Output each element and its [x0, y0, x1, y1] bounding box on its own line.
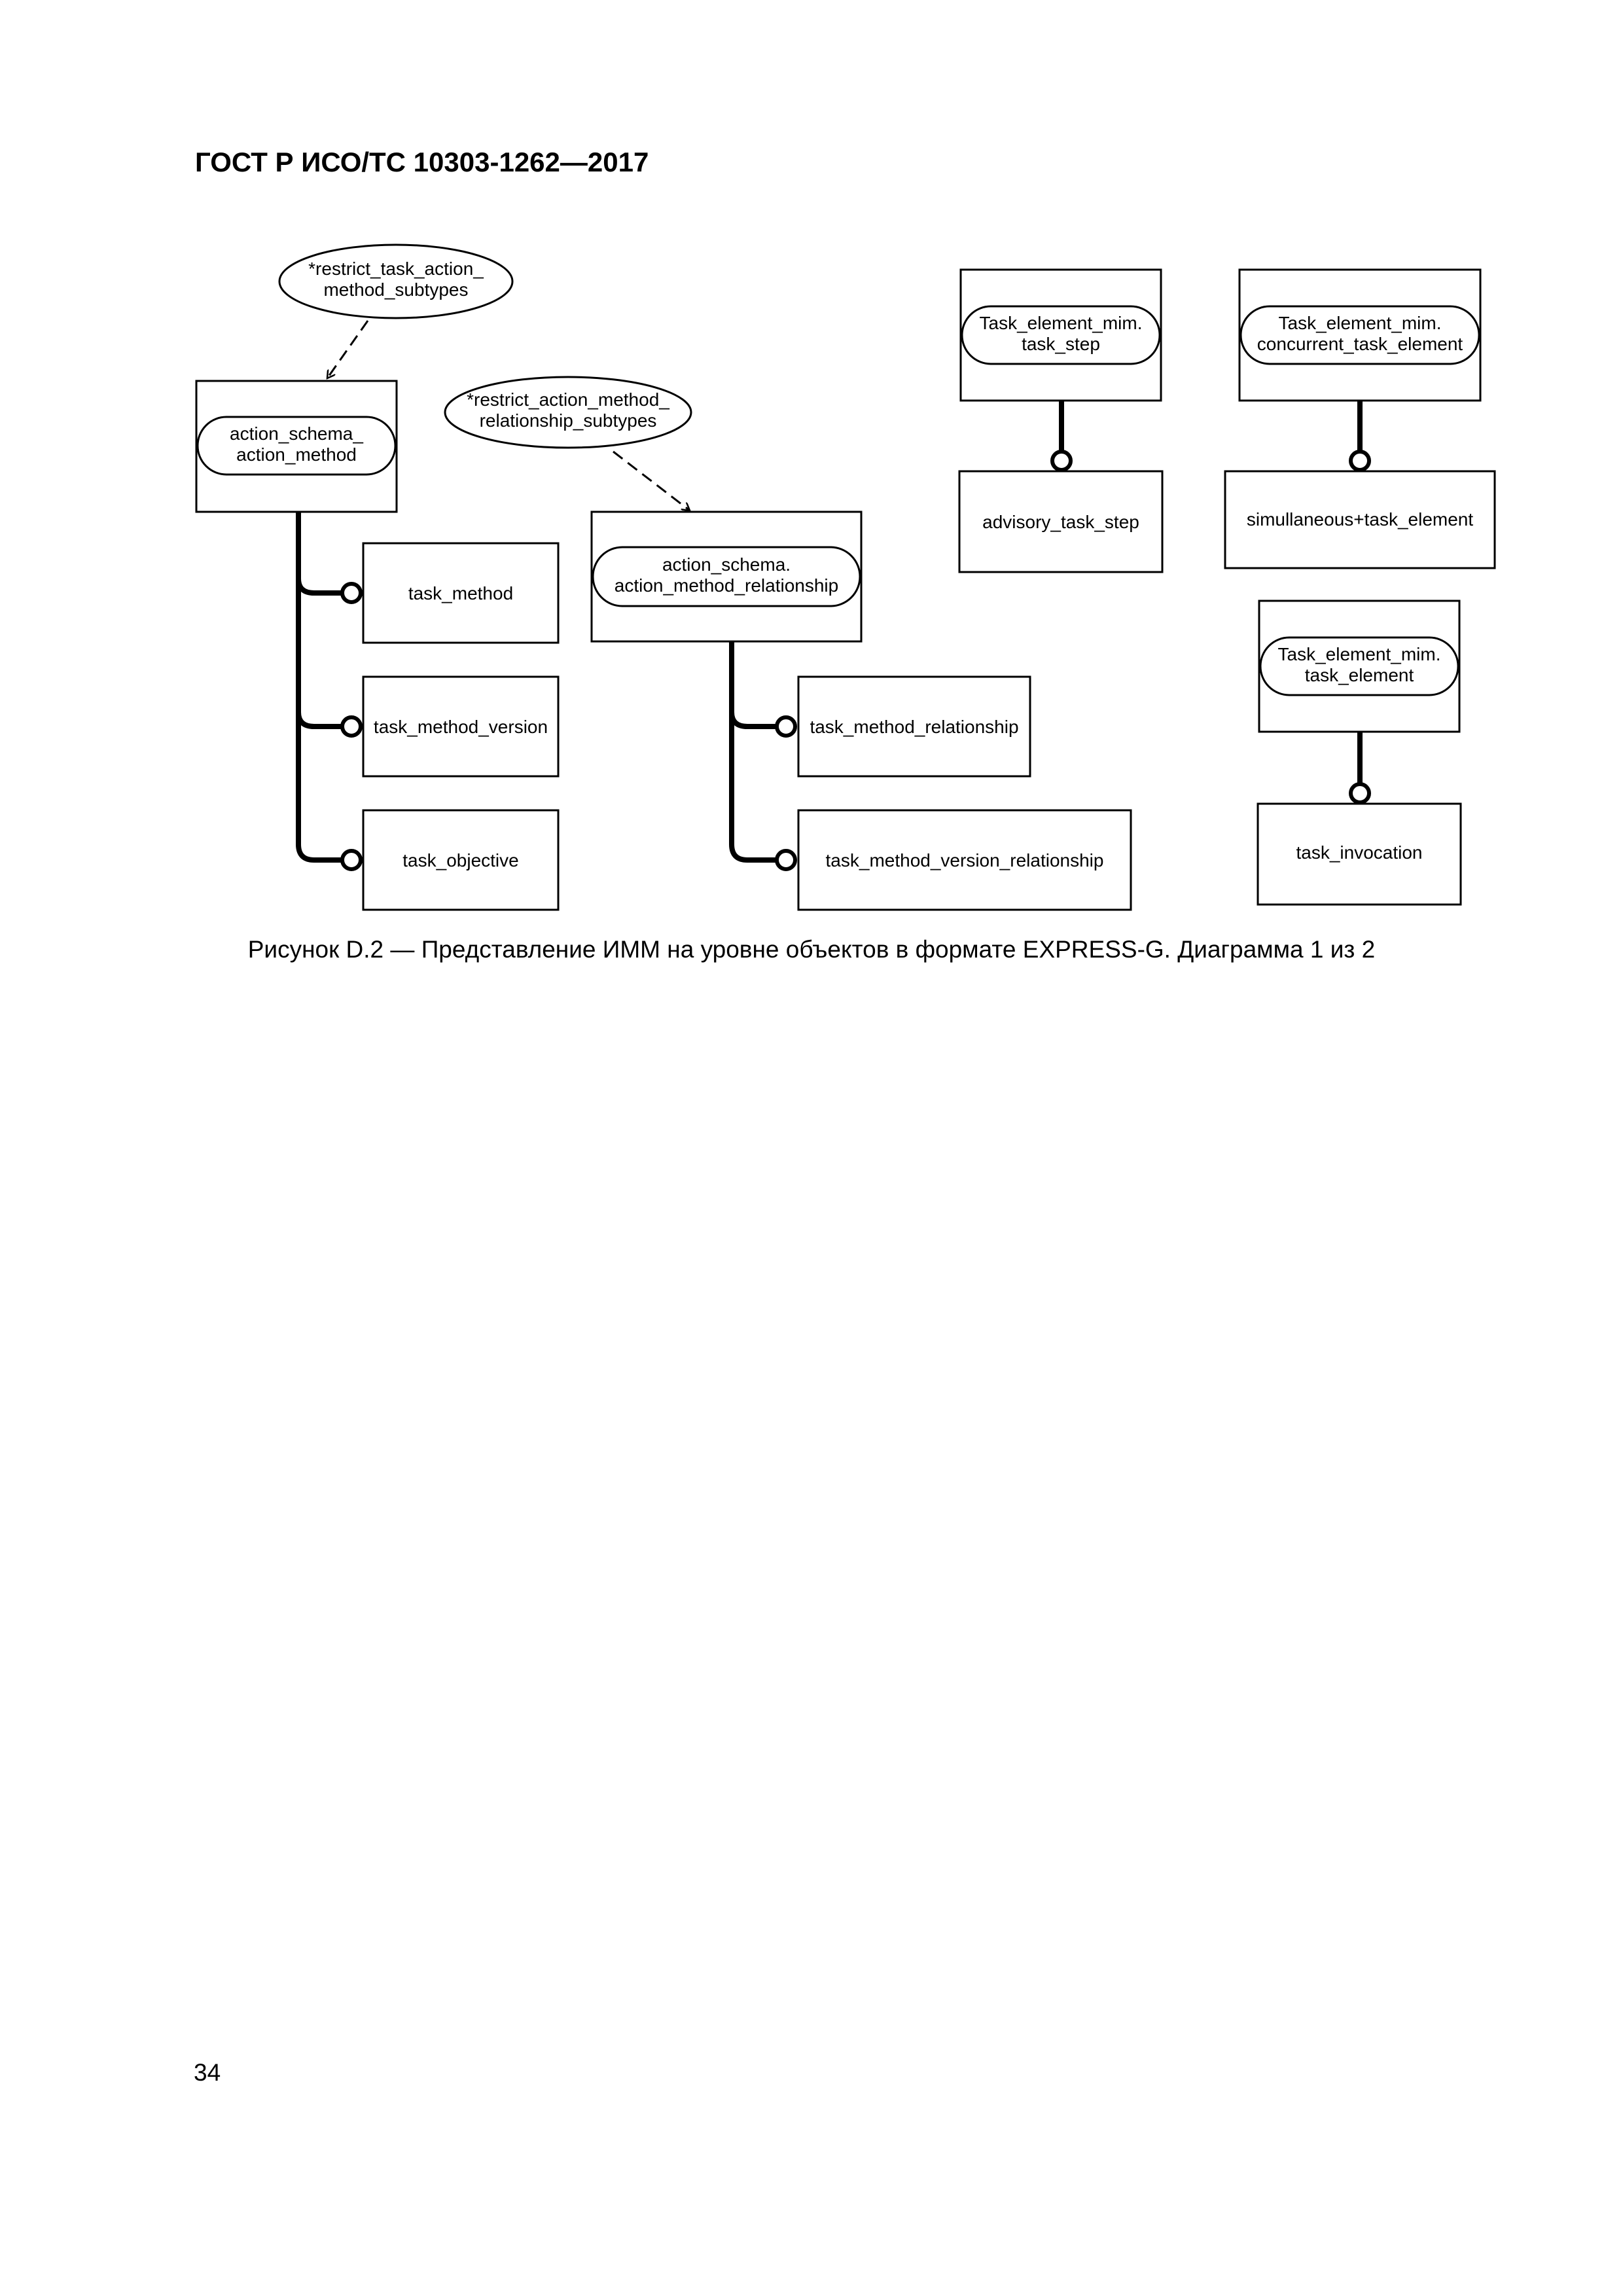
- entity-task-invocation: task_invocation: [1257, 802, 1462, 906]
- page-number: 34: [194, 2059, 221, 2086]
- reference-task-element: Task_element_mim. task_element: [1258, 600, 1461, 733]
- rule-link-dashed: [327, 320, 369, 378]
- reference-action-method-relationship: action_schema. action_method_relationshi…: [590, 511, 863, 643]
- reference-label-line1: Task_element_mim.: [1279, 313, 1442, 333]
- subtype-circle: [340, 715, 363, 738]
- reference-label-line2: task_step: [1022, 334, 1100, 354]
- rule-label-line1: *restrict_task_action_: [308, 259, 484, 279]
- entity-task-method-version-relationship: task_method_version_relationship: [797, 809, 1132, 911]
- rule-label-line2: relationship_subtypes: [480, 410, 657, 431]
- subtype-tree-line: [729, 641, 776, 863]
- entity-label: task_method_version: [374, 717, 548, 737]
- reference-label-line2: action_method_relationship: [615, 575, 838, 596]
- entity-label: task_objective: [402, 850, 518, 870]
- entity-task-method-relationship: task_method_relationship: [797, 675, 1031, 778]
- reference-label-line2: action_method: [236, 444, 357, 465]
- reference-label-line1: Task_element_mim.: [980, 313, 1143, 333]
- reference-label-line1: action_schema.: [662, 554, 791, 575]
- entity-task-objective: task_objective: [362, 809, 560, 911]
- rule-restrict-action-method-relationship-subtypes: *restrict_action_method_ relationship_su…: [444, 376, 692, 449]
- entity-label: simullaneous+task_element: [1247, 509, 1474, 529]
- entity-task-method-version: task_method_version: [362, 675, 560, 778]
- rule-label-line1: *restrict_action_method_: [467, 389, 669, 410]
- rule-restrict-task-action-method-subtypes: *restrict_task_action_ method_subtypes: [278, 243, 514, 319]
- entity-label: task_method: [408, 583, 513, 603]
- reference-concurrent-task-element: Task_element_mim. concurrent_task_elemen…: [1238, 268, 1482, 402]
- subtype-circle: [1349, 450, 1371, 472]
- entity-label: advisory_task_step: [982, 512, 1139, 532]
- rule-label-line2: method_subtypes: [323, 279, 468, 300]
- entity-advisory-task-step: advisory_task_step: [958, 470, 1164, 573]
- entity-label: task_invocation: [1296, 842, 1422, 863]
- subtype-circle: [340, 849, 363, 871]
- reference-label-line1: action_schema_: [230, 423, 363, 444]
- subtype-circle: [1349, 782, 1371, 804]
- figure-caption: Рисунок D.2 — Представление ИММ на уровн…: [247, 936, 1376, 963]
- entity-label: task_method_version_relationship: [826, 850, 1104, 870]
- entity-task-method: task_method: [362, 542, 560, 644]
- reference-label-line2: task_element: [1305, 665, 1414, 685]
- entity-label: task_method_relationship: [810, 717, 1018, 737]
- entity-simultaneous-task-element: simullaneous+task_element: [1224, 470, 1496, 569]
- subtype-circle: [340, 582, 363, 604]
- subtype-tree-line: [296, 512, 342, 863]
- document-header: ГОСТ Р ИСО/ТС 10303-1262—2017: [195, 147, 649, 177]
- reference-label-line1: Task_element_mim.: [1278, 644, 1441, 664]
- subtype-circle: [775, 849, 797, 871]
- reference-task-step: Task_element_mim. task_step: [959, 268, 1162, 402]
- reference-label-line2: concurrent_task_element: [1257, 334, 1463, 354]
- express-g-diagram: *restrict_task_action_ method_subtypes a…: [195, 243, 1496, 911]
- rule-link-dashed: [613, 450, 690, 511]
- subtype-circle: [775, 715, 797, 738]
- subtype-circle: [1050, 450, 1073, 472]
- reference-action-method: action_schema_ action_method: [195, 380, 398, 513]
